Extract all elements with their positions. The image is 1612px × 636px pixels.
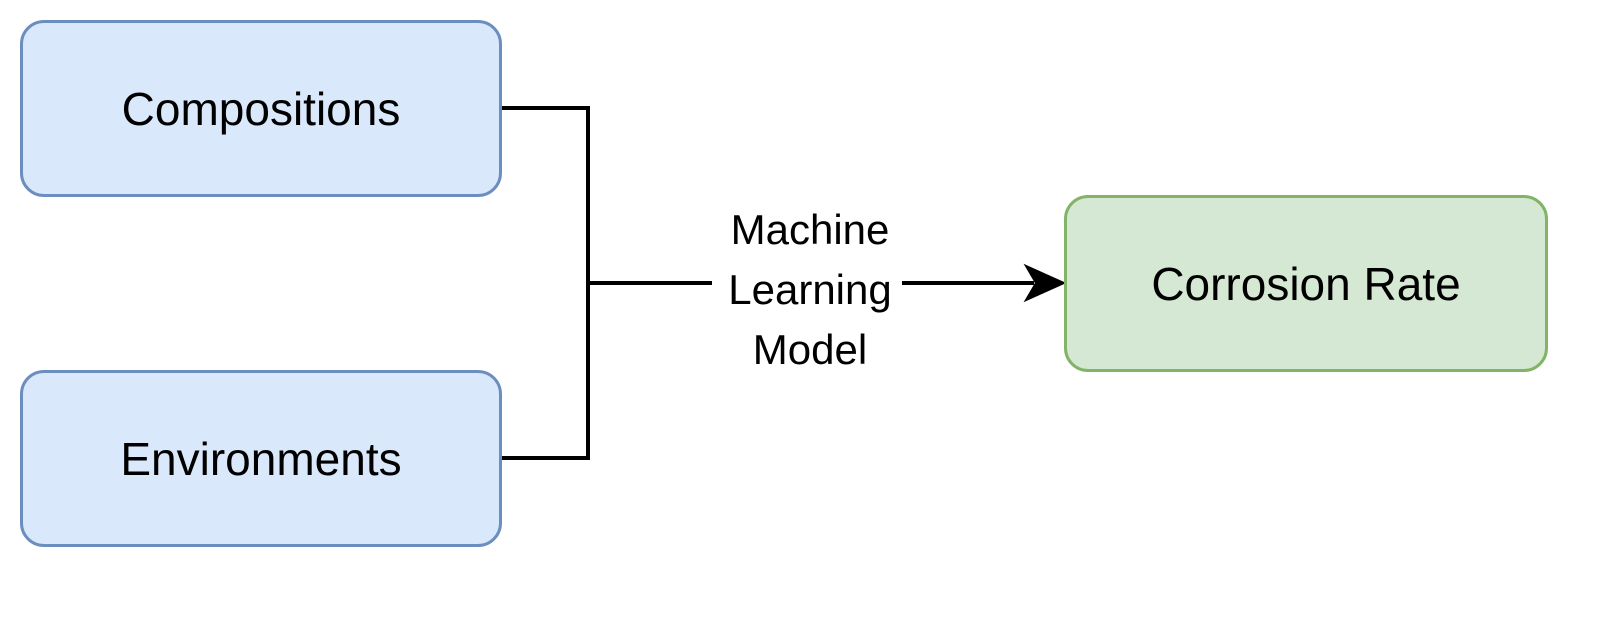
arrowhead-icon xyxy=(1023,263,1067,303)
compositions-label: Compositions xyxy=(121,82,401,135)
model-edge-label: Machine Learning Model xyxy=(700,200,920,380)
corrosion-rate-node: Corrosion Rate xyxy=(1064,195,1548,372)
edge-label-line-machine: Machine xyxy=(730,206,890,253)
corrosion-rate-label: Corrosion Rate xyxy=(1151,257,1461,310)
environments-label: Environments xyxy=(120,432,402,485)
connector-from-environments xyxy=(502,283,590,460)
connector-from-compositions xyxy=(502,106,590,283)
compositions-node: Compositions xyxy=(20,20,502,197)
environments-node: Environments xyxy=(20,370,502,547)
edge-label-line-model: Model xyxy=(752,326,868,373)
edge-label-line-learning: Learning xyxy=(728,266,892,313)
